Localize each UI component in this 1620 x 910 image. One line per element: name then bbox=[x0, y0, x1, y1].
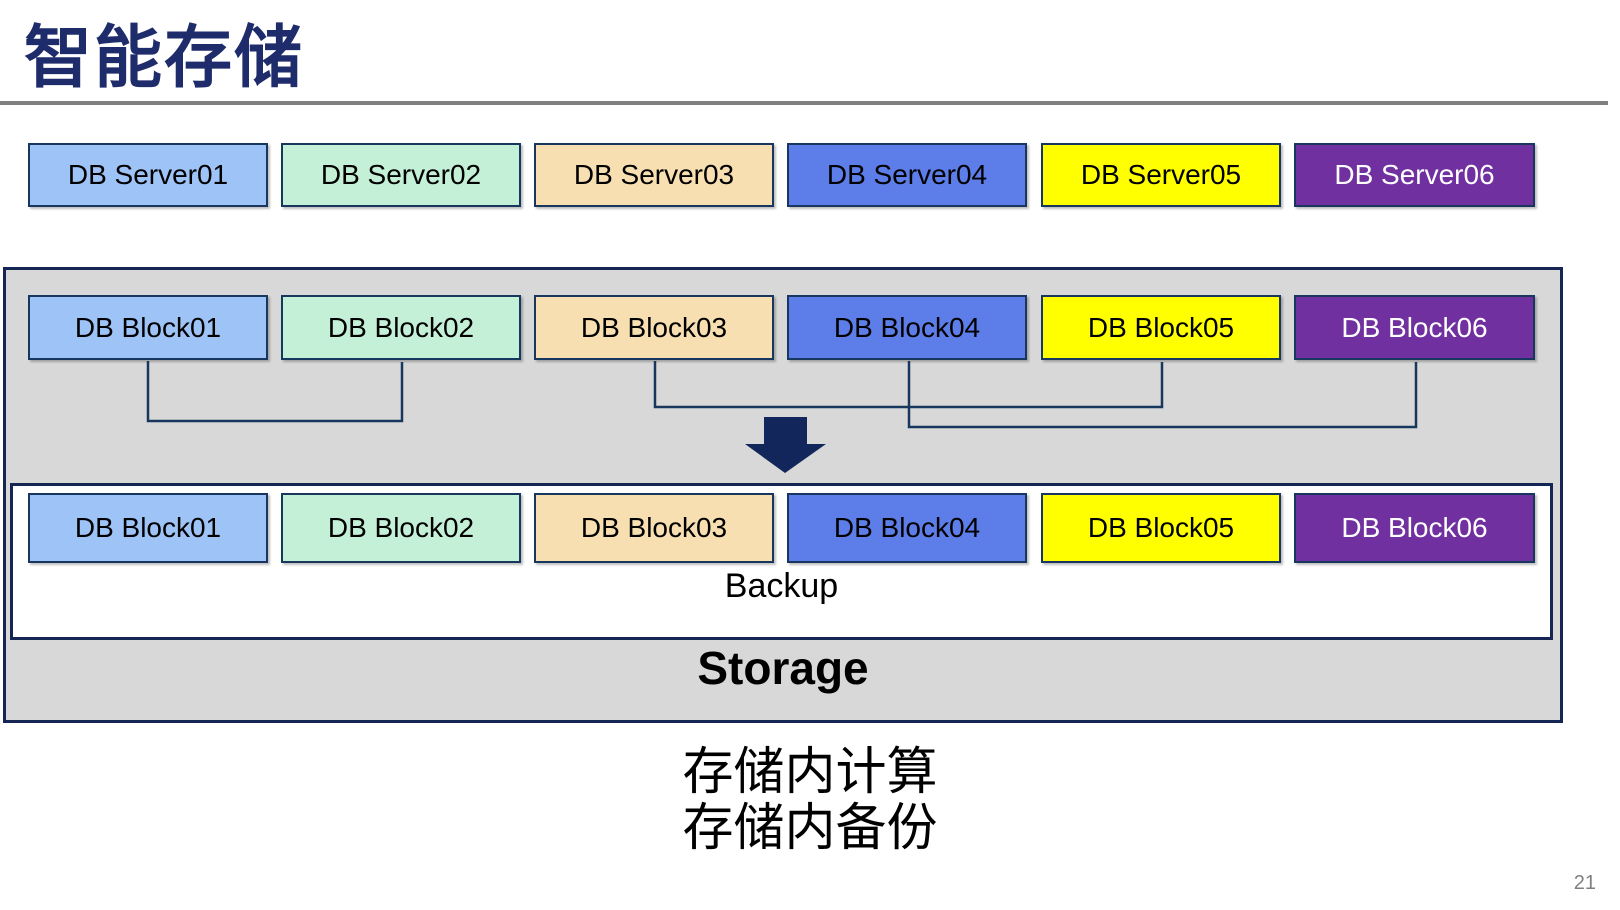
page-number: 21 bbox=[1573, 872, 1596, 894]
db-server05-box: DB Server05 bbox=[1041, 143, 1281, 207]
caption-line-backup: 存储内备份 bbox=[682, 799, 938, 857]
db-block01-top-box: DB Block01 bbox=[28, 295, 268, 360]
page-title: 智能存储 bbox=[24, 20, 305, 96]
storage-label: Storage bbox=[697, 642, 869, 694]
db-block04-bottom-box: DB Block04 bbox=[787, 493, 1027, 563]
db-server04-box: DB Server04 bbox=[787, 143, 1027, 207]
db-block05-top-box: DB Block05 bbox=[1041, 295, 1281, 360]
backup-label: Backup bbox=[724, 567, 839, 605]
db-block06-top-box: DB Block06 bbox=[1294, 295, 1535, 360]
db-block04-top-box: DB Block04 bbox=[787, 295, 1027, 360]
db-block02-bottom-box: DB Block02 bbox=[281, 493, 521, 563]
db-block06-bottom-box: DB Block06 bbox=[1294, 493, 1535, 563]
caption-line-compute: 存储内计算 bbox=[682, 743, 938, 800]
db-block05-bottom-box: DB Block05 bbox=[1041, 493, 1281, 563]
db-server02-box: DB Server02 bbox=[281, 143, 521, 207]
title-divider bbox=[0, 101, 1608, 105]
caption-block: 存储内计算 存储内备份 bbox=[0, 743, 1620, 857]
db-server03-box: DB Server03 bbox=[534, 143, 774, 207]
db-block03-bottom-box: DB Block03 bbox=[534, 493, 774, 563]
db-block01-bottom-box: DB Block01 bbox=[28, 493, 268, 563]
db-server06-box: DB Server06 bbox=[1294, 143, 1535, 207]
db-server01-box: DB Server01 bbox=[28, 143, 268, 207]
db-block03-top-box: DB Block03 bbox=[534, 295, 774, 360]
db-block02-top-box: DB Block02 bbox=[281, 295, 521, 360]
